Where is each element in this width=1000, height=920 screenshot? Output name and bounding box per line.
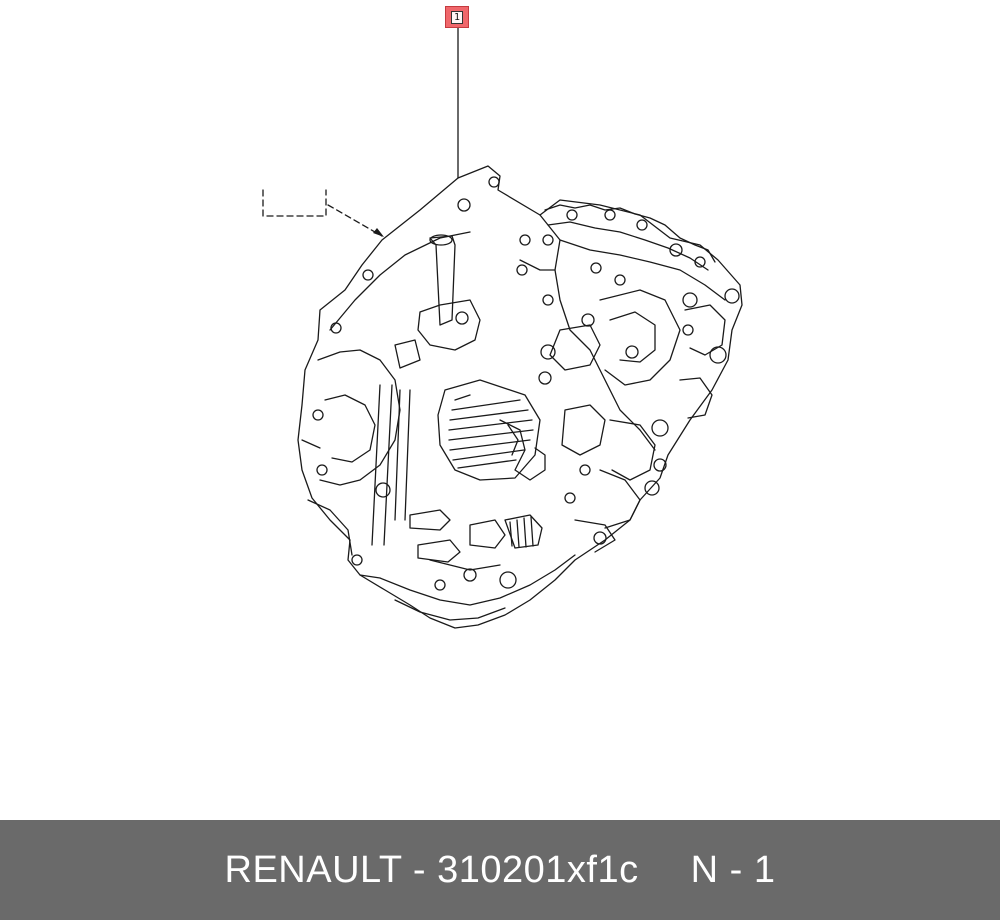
footer-bar: RENAULT - 310201xf1c N - 1 xyxy=(0,820,1000,920)
callout-marker[interactable]: 1 xyxy=(445,6,469,28)
transmission-assembly-icon xyxy=(297,165,743,629)
part-number-text: RENAULT - 310201xf1c xyxy=(224,848,639,891)
callout-label: 1 xyxy=(450,10,464,24)
quantity-text: N - 1 xyxy=(690,848,776,891)
transmission-drawing xyxy=(262,27,743,629)
parts-diagram: 1 xyxy=(262,6,743,629)
reference-dashed-marker xyxy=(262,189,383,237)
